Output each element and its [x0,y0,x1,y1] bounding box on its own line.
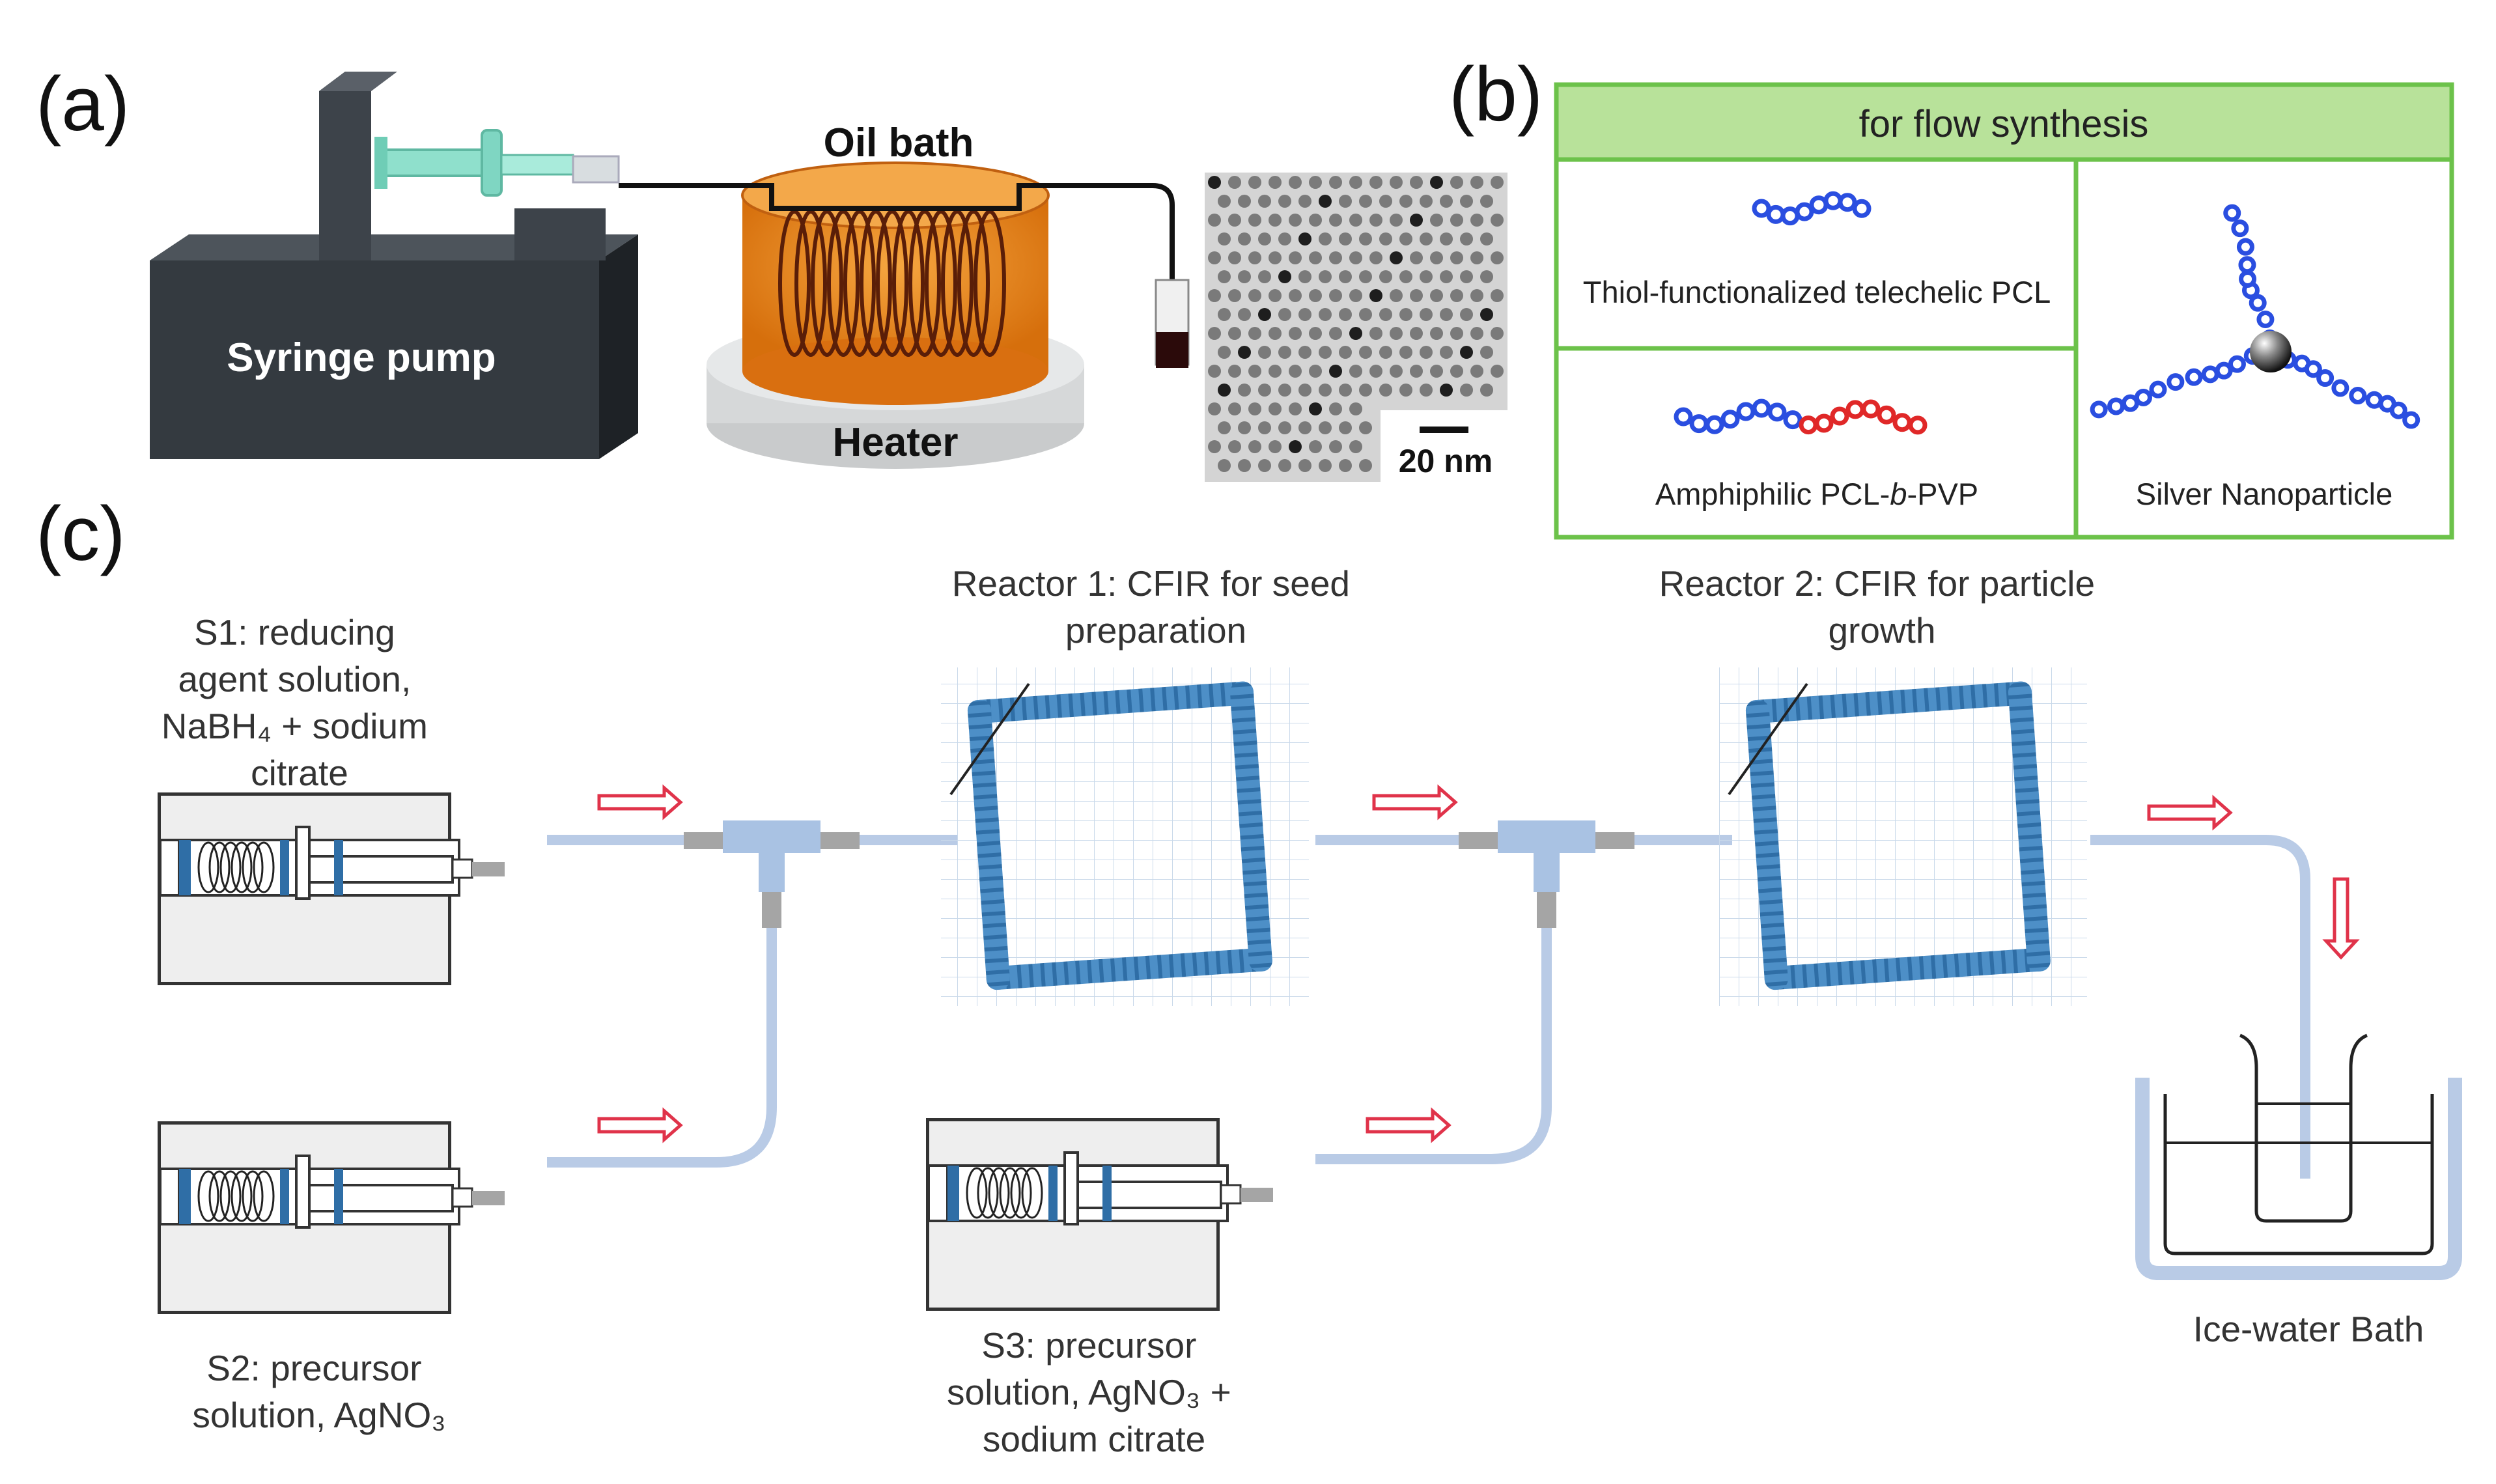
flow-arrow-icon [2322,877,2360,960]
syringe-pump-s3 [926,1118,1273,1311]
t-connector-2 [1459,820,1634,928]
reactor-1-label: Reactor 1: CFIR for seed preparation [952,563,1360,651]
telechelic-pcl-chain [1752,191,1872,226]
panel-b-letter: (b) [1449,51,1543,137]
pcl-b-pvp-label: Amphiphilic PCL-b-PVP [1655,477,1978,511]
reactor-2 [1719,667,2087,1006]
flow-arrow-icon [1372,784,1458,820]
table-header: for flow synthesis [1859,103,2149,145]
syringe-pump-s2 [158,1121,505,1314]
heater-label: Heater [833,420,959,465]
panel-c-letter: (c) [36,491,126,577]
s3-label: S3: precursor solution, AgNO₃ + sodium c… [947,1325,1241,1459]
tubing [547,835,2310,1179]
s1-label: S1: reducing agent solution, NaBH₄ + sod… [161,612,438,793]
t-connector-1 [684,820,860,928]
oil-bath-label: Oil bath [824,120,974,165]
silver-np-label: Silver Nanoparticle [2136,477,2392,511]
panel-a-letter: (a) [36,61,130,147]
oil-bath-illustration: Oil bath Heater [619,120,1190,469]
scale-bar-label: 20 nm [1399,443,1493,479]
silver-nanoparticle-icon [2250,331,2292,372]
syringe-pump-illustration: Syringe pump [150,72,638,459]
reactor-1 [941,667,1309,1006]
ice-water-bath [2135,1033,2462,1280]
flow-arrow-icon [1366,1107,1451,1143]
flow-arrow-icon [2147,794,2233,831]
polymer-table: for flow synthesis Thiol-functionalized … [1554,82,2454,540]
flow-arrows [597,784,2360,1143]
syringe-pump-label: Syringe pump [227,335,496,380]
s2-label: S2: precursor solution, AgNO₃ [192,1348,445,1435]
telechelic-pcl-label: Thiol-functionalized telechelic PCL [1583,275,2051,309]
tem-micrograph: 20 nm [1205,173,1507,482]
flow-arrow-icon [597,1107,683,1143]
flow-arrow-icon [597,784,683,820]
pcl-b-pvp-chain [1674,399,1928,435]
reactor-2-label: Reactor 2: CFIR for particle growth [1659,563,2105,651]
syringe-pump-s1 [158,792,505,985]
ice-water-bath-label: Ice-water Bath [2193,1309,2424,1349]
silver-np-polymer-arms [2090,204,2420,429]
